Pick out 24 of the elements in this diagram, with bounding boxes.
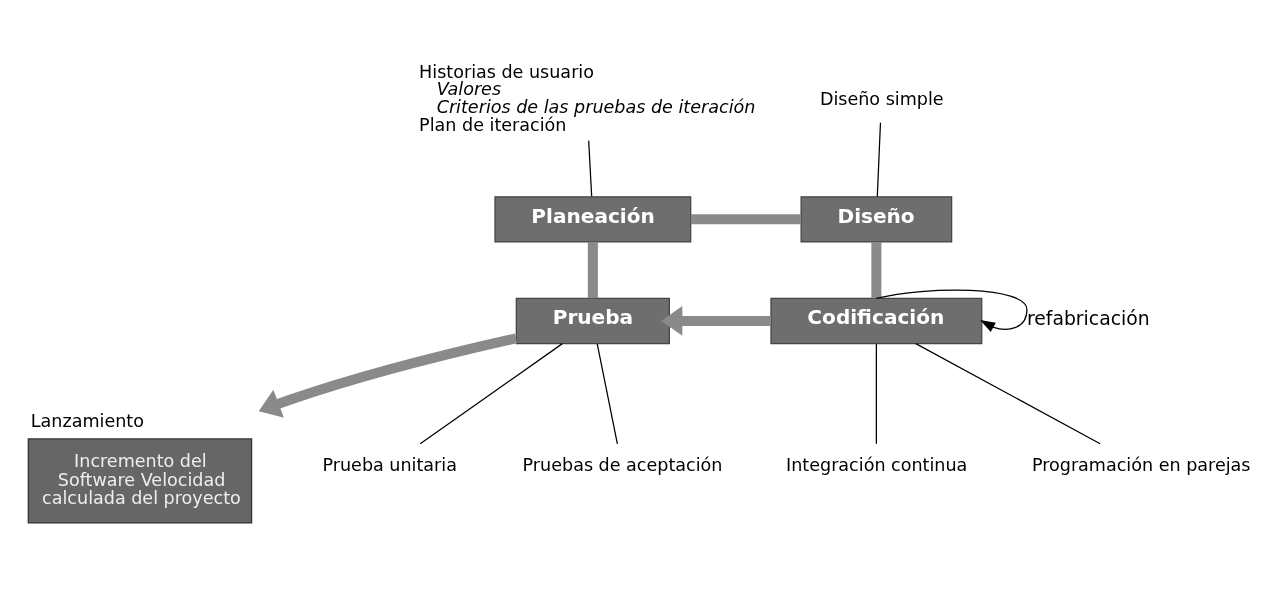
node-label: Lanzamiento — [30, 410, 144, 431]
edge-label: refabricación — [1026, 307, 1150, 329]
node-box: Codificación — [770, 297, 983, 344]
node-box: Planeación — [494, 195, 692, 243]
connector — [690, 213, 801, 224]
node-box: Diseño — [800, 195, 953, 243]
arrow — [661, 305, 771, 336]
node-box: Prueba — [515, 297, 670, 344]
connector — [587, 241, 598, 298]
connector — [596, 342, 618, 444]
arrow — [875, 288, 1028, 332]
connector — [871, 241, 882, 298]
node-text: Historias de usuario Valores Criterios de las pruebas de iteración Plan de iteración — [419, 61, 756, 135]
node-text: Diseño simple — [819, 88, 944, 109]
connector — [876, 121, 882, 197]
node-text: Pruebas de aceptación — [522, 454, 723, 475]
connector — [915, 342, 1101, 444]
connector — [588, 139, 593, 197]
node-text: Integración continua — [786, 454, 968, 475]
arrow — [258, 332, 518, 418]
connector — [875, 342, 877, 444]
node-text: Prueba unitaria — [322, 454, 457, 475]
connector — [419, 342, 564, 444]
node-text: Programación en parejas — [1031, 454, 1251, 475]
